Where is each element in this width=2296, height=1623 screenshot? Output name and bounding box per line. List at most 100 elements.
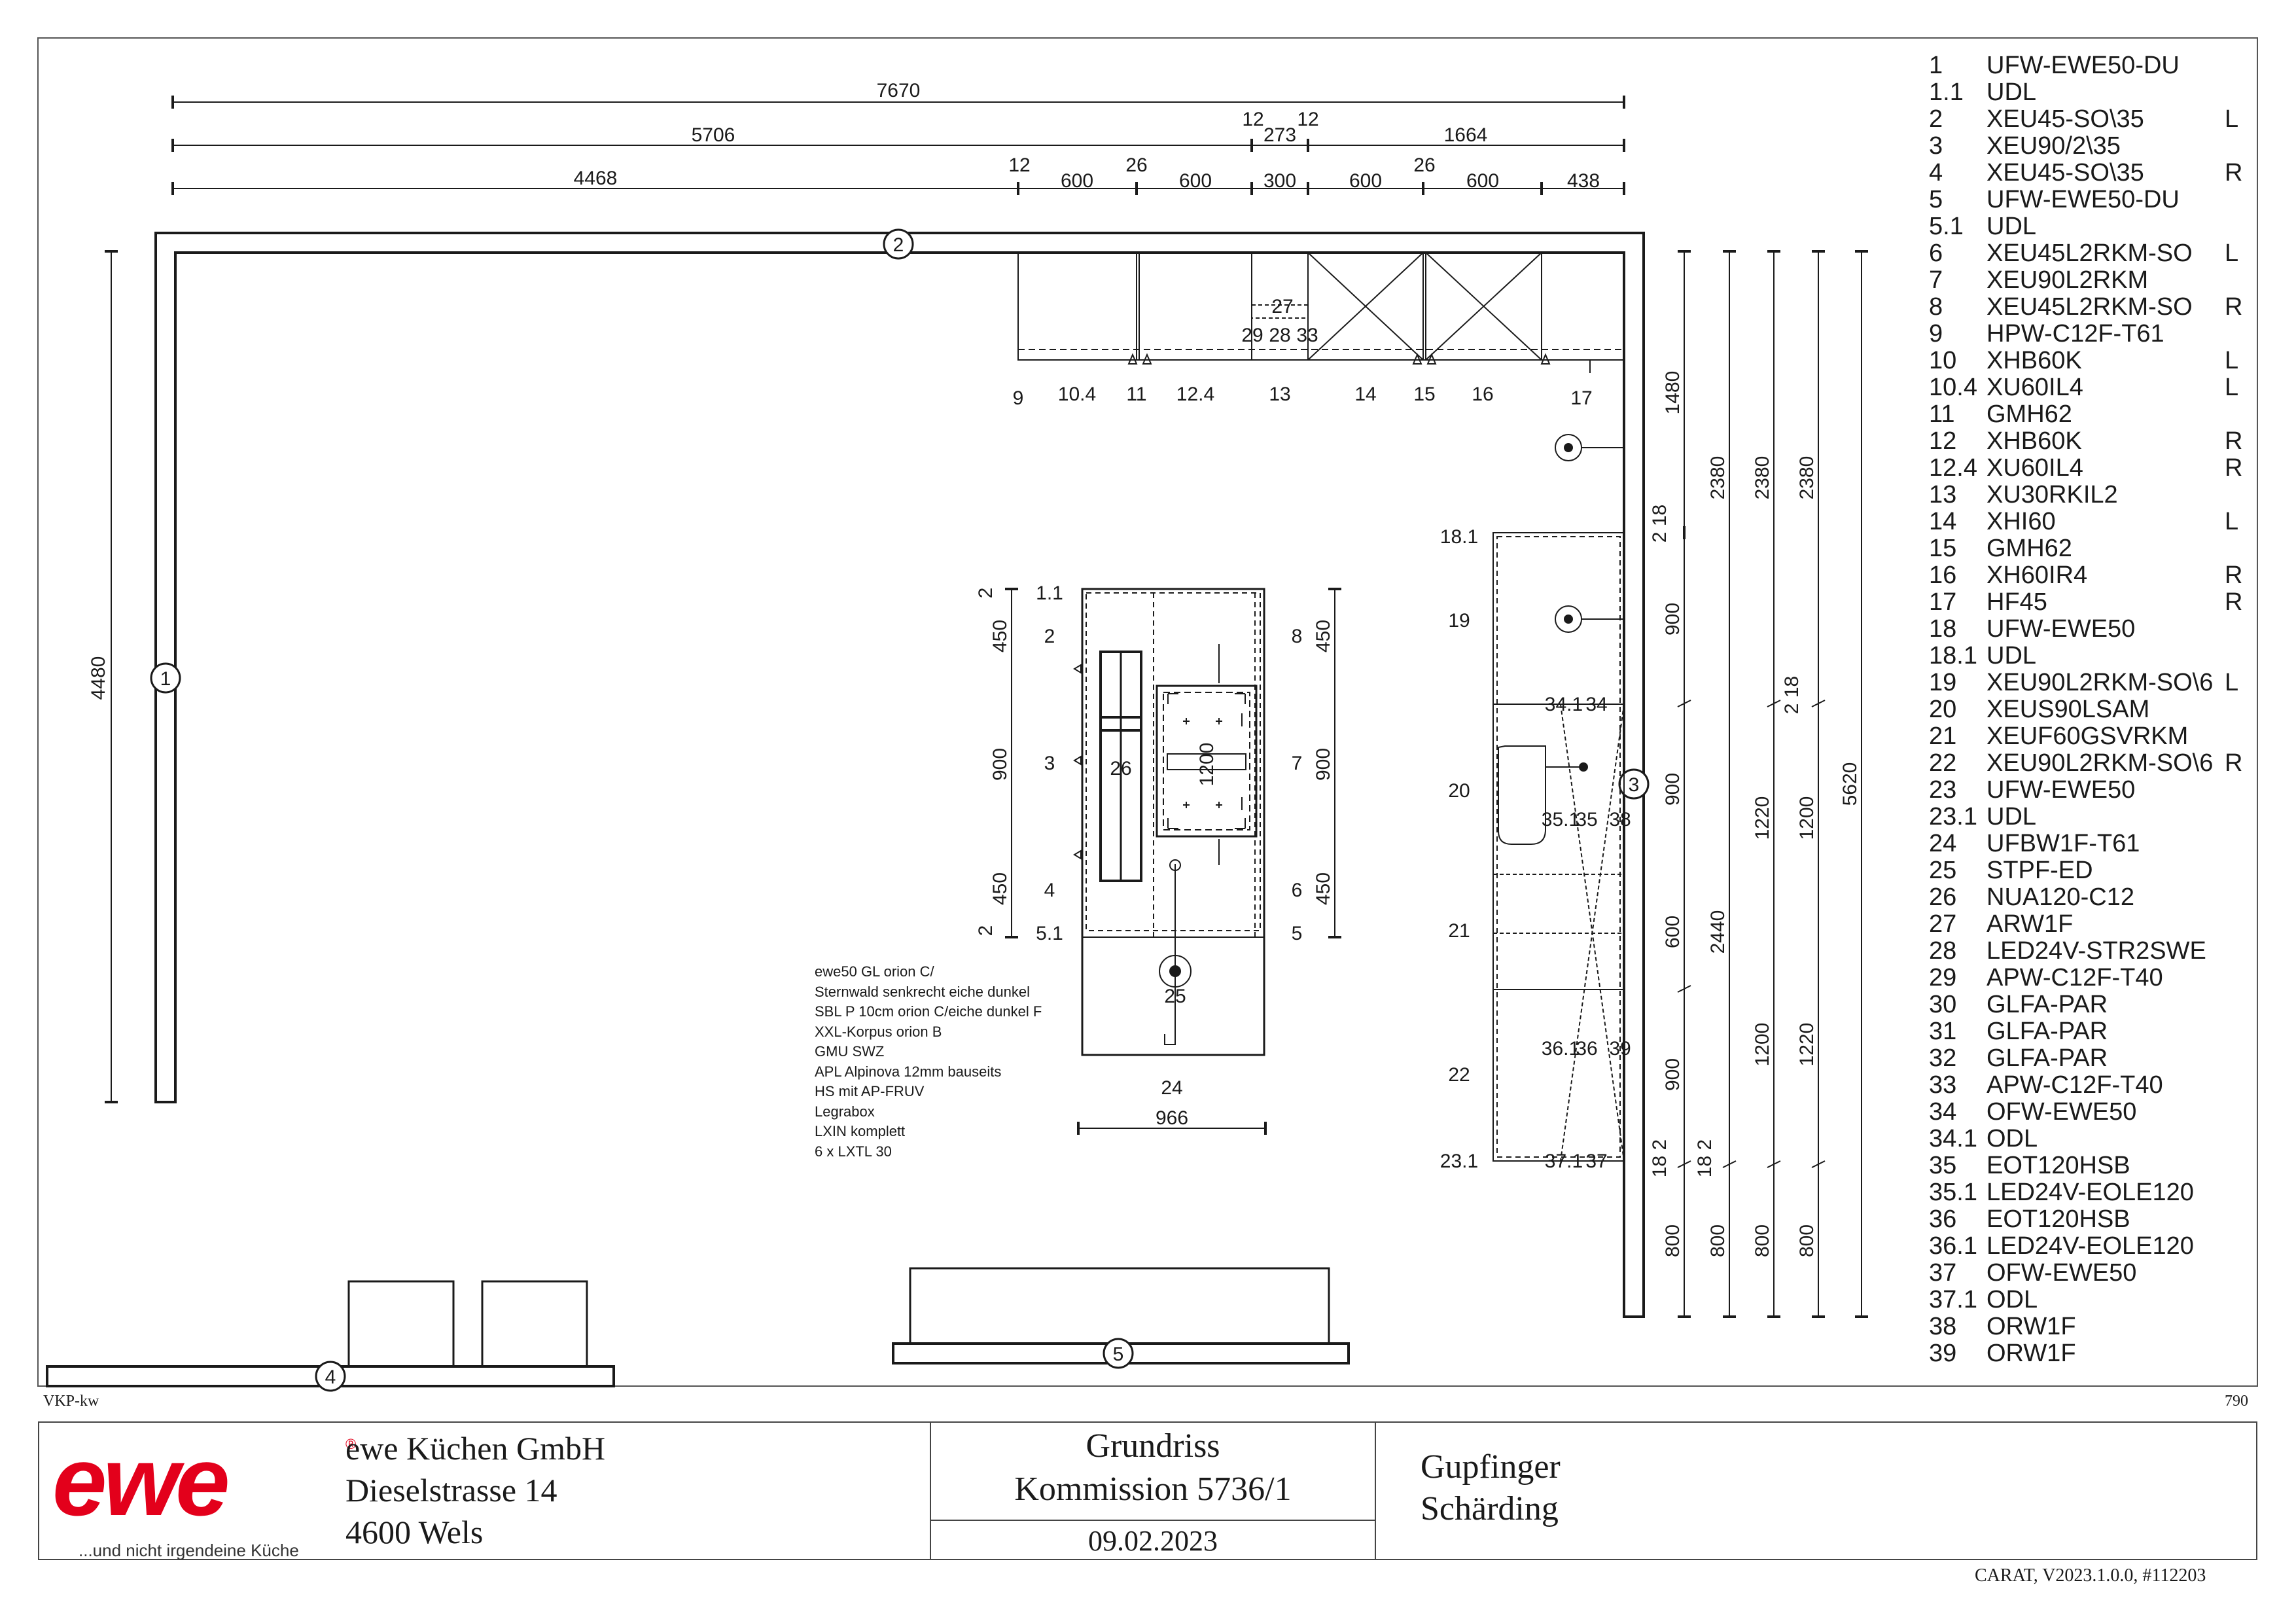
right-cabinets — [1492, 532, 1625, 1162]
legend-code: XU30RKIL2 — [1987, 481, 2118, 508]
wall-markers: 1 2 3 4 5 — [150, 228, 1650, 1392]
legend-side: L — [2225, 240, 2239, 267]
island-texts: 2 450 900 450 2 450 900 450 1200 1.1 2 3… — [975, 582, 1334, 1129]
legend-code: UFW-EWE50 — [1987, 776, 2136, 804]
dim-col3-800: 800 — [1752, 1224, 1773, 1257]
legend-code: GMH62 — [1987, 401, 2072, 428]
legend-number: 19 — [1929, 669, 1957, 696]
legend-code: UDL — [1987, 803, 2037, 830]
dim-col4-2380: 2380 — [1796, 456, 1818, 500]
dim-right-900c: 900 — [1662, 1058, 1684, 1091]
island-label-6: 6 — [1292, 880, 1303, 901]
legend-number: 27 — [1929, 910, 1957, 938]
legend-code: XU60IL4 — [1987, 374, 2083, 401]
registered-icon: ® — [345, 1436, 357, 1452]
legend-side: R — [2225, 159, 2243, 187]
legend-number: 23.1 — [1929, 803, 1977, 830]
note-line: HS mit AP-FRUV — [815, 1083, 925, 1099]
legend-code: XEU90L2RKM — [1987, 266, 2149, 294]
island-dim-24: 24 — [1161, 1077, 1182, 1099]
dim-col5-5620: 5620 — [1839, 762, 1861, 806]
label-37: 37 — [1585, 1150, 1607, 1172]
legend-side: L — [2225, 347, 2239, 374]
legend-code: UDL — [1987, 213, 2037, 240]
legend-code: XEU45L2RKM-SO — [1987, 293, 2193, 321]
legend-number: 29 — [1929, 964, 1957, 991]
dim-col2-182: 18 2 — [1694, 1139, 1716, 1177]
note-line: Legrabox — [815, 1103, 875, 1120]
legend-number: 2 — [1929, 105, 1943, 133]
legend-code: XEU90L2RKM-SO\6 — [1987, 749, 2214, 777]
label-10-4: 10.4 — [1058, 383, 1096, 405]
document-title: Grundriss — [1086, 1427, 1220, 1465]
legend-number: 35.1 — [1929, 1179, 1977, 1206]
legend-code: HPW-C12F-T61 — [1987, 320, 2164, 348]
legend-code: GLFA-PAR — [1987, 1044, 2108, 1072]
dim-seg-600d: 600 — [1466, 170, 1499, 192]
wall-marker-2: 2 — [893, 234, 904, 256]
legend-side: R — [2225, 293, 2243, 321]
label-20: 20 — [1448, 780, 1470, 802]
label-14: 14 — [1354, 383, 1376, 405]
legend-side: R — [2225, 427, 2243, 455]
legend-number: 17 — [1929, 588, 1957, 616]
top-item-labels: 9 10.4 11 12.4 13 14 15 16 17 27 29 28 3… — [1013, 296, 1593, 409]
right-dimension-texts: 1480 2 18 900 900 600 900 18 2 800 2380 … — [1649, 371, 1861, 1257]
legend-number: 20 — [1929, 696, 1957, 723]
label-22: 22 — [1448, 1064, 1470, 1086]
legend-number: 30 — [1929, 991, 1957, 1018]
legend-code: UFW-EWE50 — [1987, 615, 2136, 643]
company-city: 4600 Wels — [345, 1514, 484, 1550]
dim-left-height: 4480 — [88, 656, 109, 700]
dim-right-182a: 18 2 — [1649, 1139, 1670, 1177]
right-item-labels: 18.1 19 20 21 22 23.1 34.1 34 35.1 35 38… — [1440, 526, 1631, 1172]
legend-number: 16 — [1929, 562, 1957, 589]
legend-number: 18.1 — [1929, 642, 1977, 669]
window-box-2 — [481, 1280, 588, 1368]
legend-code: UFW-EWE50-DU — [1987, 52, 2180, 79]
label-27: 27 — [1271, 296, 1293, 317]
legend-code: XU60IL4 — [1987, 454, 2083, 482]
dim-seg-300: 300 — [1263, 170, 1296, 192]
right-dimension-lines — [1678, 250, 1868, 1318]
legend-number: 12.4 — [1929, 454, 1977, 482]
legend-code: LED24V-EOLE120 — [1987, 1179, 2194, 1206]
legend-number: 34.1 — [1929, 1125, 1977, 1152]
island-label-4: 4 — [1044, 880, 1055, 901]
dim-seg-12: 12 — [1008, 154, 1030, 176]
legend-code: APW-C12F-T40 — [1987, 1071, 2163, 1099]
legend-number: 23 — [1929, 776, 1957, 804]
label-16: 16 — [1472, 383, 1493, 405]
island-dim-right-450b: 450 — [1313, 872, 1334, 905]
note-line: 6 x LXTL 30 — [815, 1143, 892, 1160]
walls — [46, 232, 1645, 1387]
dim-col3-1200: 1200 — [1752, 1023, 1773, 1067]
label-19: 19 — [1448, 610, 1470, 632]
wall-marker-4: 4 — [325, 1366, 336, 1388]
dim-col3-218: 2 18 — [1781, 676, 1803, 714]
top-cabinets — [1017, 252, 1625, 365]
label-17: 17 — [1570, 387, 1592, 409]
label-12-4: 12.4 — [1176, 383, 1214, 405]
dim-seg-600a: 600 — [1061, 170, 1093, 192]
legend-number: 33 — [1929, 1071, 1957, 1099]
legend-number: 11 — [1929, 401, 1955, 428]
label-34-1: 34.1 — [1545, 694, 1583, 715]
